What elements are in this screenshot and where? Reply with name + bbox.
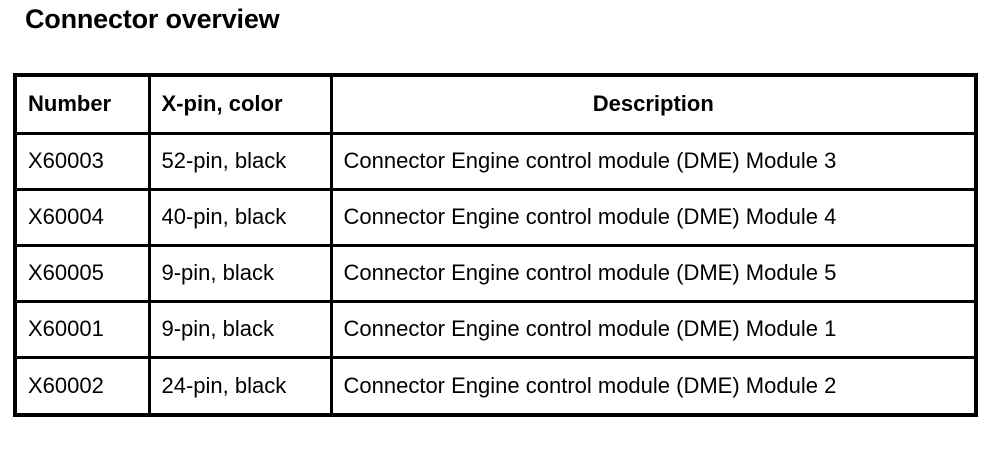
cell-number: X60002: [17, 357, 151, 413]
page-title: Connector overview: [25, 4, 280, 34]
column-header-number: Number: [17, 77, 151, 135]
table-header-row: Number X-pin, color Description: [17, 77, 974, 135]
cell-xpin-color: 52-pin, black: [149, 133, 333, 191]
cell-number: X60005: [17, 245, 151, 303]
column-header-description: Description: [331, 77, 974, 135]
table-row: X60002 24-pin, black Connector Engine co…: [17, 357, 974, 413]
cell-number: X60001: [17, 301, 151, 359]
cell-xpin-color: 40-pin, black: [149, 189, 333, 247]
table-row: X60001 9-pin, black Connector Engine con…: [17, 301, 974, 359]
cell-description: Connector Engine control module (DME) Mo…: [343, 372, 837, 398]
table-row: X60005 9-pin, black Connector Engine con…: [17, 245, 974, 303]
cell-description: Connector Engine control module (DME) Mo…: [331, 133, 974, 191]
cell-description: Connector Engine control module (DME) Mo…: [331, 245, 974, 303]
cell-xpin-color: 9-pin, black: [149, 245, 333, 303]
table-row: X60004 40-pin, black Connector Engine co…: [17, 189, 974, 247]
cell-description: Connector Engine control module (DME) Mo…: [331, 189, 974, 247]
table-body: X60003 52-pin, black Connector Engine co…: [17, 133, 974, 413]
table-header: Number X-pin, color Description: [17, 77, 974, 135]
connector-table: Number X-pin, color Description X60003 5…: [17, 77, 974, 413]
table-row: X60003 52-pin, black Connector Engine co…: [17, 133, 974, 191]
cell-number: X60003: [17, 133, 151, 191]
connector-table-container: Number X-pin, color Description X60003 5…: [13, 73, 978, 417]
cell-number: X60004: [17, 189, 151, 247]
cell-xpin-color: 9-pin, black: [149, 301, 333, 359]
cell-xpin-color: 24-pin, black: [149, 357, 333, 413]
column-header-xpin-color: X-pin, color: [149, 77, 333, 135]
cell-description: Connector Engine control module (DME) Mo…: [331, 301, 974, 359]
